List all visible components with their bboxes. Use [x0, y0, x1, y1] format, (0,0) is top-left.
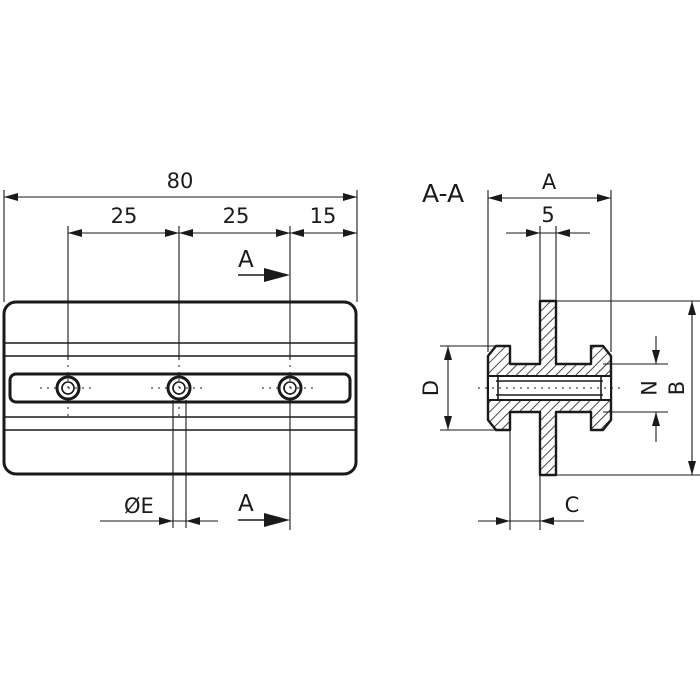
section-arrow-bottom [238, 513, 290, 527]
dimension-overall [4, 193, 357, 201]
dimension-flange [444, 346, 452, 430]
dim-hole-diameter: ØE [124, 494, 154, 518]
dim-end-offset: 15 [310, 204, 337, 228]
dim-width-label: A [542, 170, 557, 194]
dim-flange-label: D [419, 380, 443, 396]
section-arrow-top [238, 268, 290, 282]
dim-pitch-1: 25 [111, 204, 138, 228]
dim-height-label: B [665, 381, 689, 395]
hole-centerlines [40, 358, 318, 416]
dimension-width [488, 194, 611, 202]
dimension-pitch [68, 229, 357, 237]
dim-neck-label: N [636, 380, 660, 396]
part-outline [2, 300, 358, 476]
dimension-neck [652, 336, 660, 442]
slot-outline [8, 372, 352, 404]
dim-pitch-2: 25 [223, 204, 250, 228]
section-view: A-A A [419, 170, 700, 530]
dim-depth-label: C [565, 493, 580, 517]
dimension-slot [506, 229, 590, 237]
section-marker-bottom: A [238, 491, 254, 517]
section-title: A-A [422, 179, 464, 208]
dim-overall-length: 80 [167, 169, 194, 193]
dimension-depth [478, 517, 584, 525]
front-view: 80 25 25 15 A A ØE [2, 169, 358, 530]
dimension-hole-diameter [100, 517, 218, 525]
section-extension-lines [440, 190, 700, 530]
dimension-height [688, 301, 696, 475]
section-marker-top: A [238, 247, 254, 273]
dim-slot-width: 5 [541, 203, 554, 227]
extension-lines [3, 190, 358, 530]
